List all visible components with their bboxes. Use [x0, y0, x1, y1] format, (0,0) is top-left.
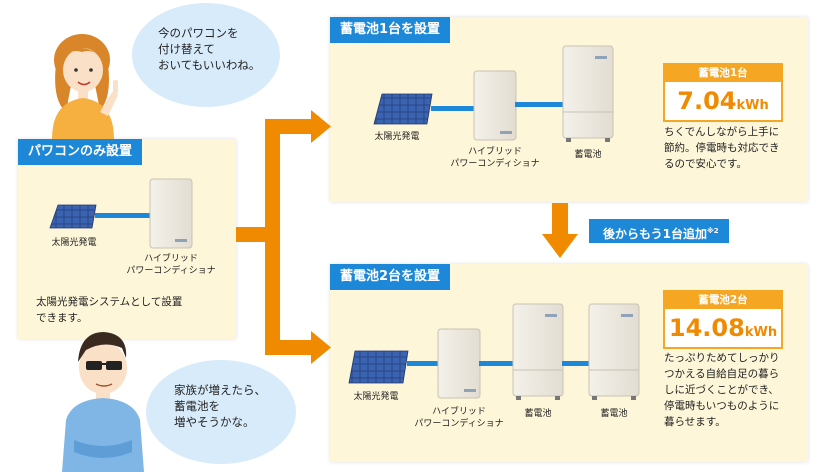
add-label-note: ※2	[707, 227, 719, 235]
capacity-number: 14.08	[668, 314, 745, 342]
solar-label: 太陽光発電	[374, 132, 420, 142]
panel-title: パワコンのみ設置	[18, 139, 143, 165]
inverter-icon	[149, 178, 193, 249]
speech-bubble-woman: 今のパワコンを 付け替えて おいてもいいわね。	[132, 3, 280, 107]
capacity-unit: kWh	[744, 325, 778, 340]
inverter-icon	[473, 70, 517, 141]
capacity-box: 蓄電池2台 14.08kWh	[663, 290, 783, 349]
pv-only-devices	[49, 178, 193, 249]
panel-description: ちくでんしながら上手に 節約。停電時も対応でき るので安心です。	[664, 126, 780, 170]
capacity-number: 7.04	[677, 87, 737, 115]
battery-label: 蓄電池	[600, 409, 628, 419]
panel-title: 蓄電池2台を設置	[330, 264, 451, 290]
capacity-label: 蓄電池1台	[665, 65, 781, 82]
solar-panel-icon	[49, 204, 97, 229]
speech-text: 今のパワコンを 付け替えて おいてもいいわね。	[158, 26, 261, 72]
battery2-devices	[348, 303, 640, 400]
capacity-value: 14.08kWh	[665, 309, 781, 347]
battery-label: 蓄電池	[524, 409, 552, 419]
battery1-devices	[373, 45, 614, 142]
solar-label: 太陽光発電	[353, 392, 399, 402]
battery-label: 蓄電池	[574, 150, 602, 160]
battery-icon	[562, 45, 614, 139]
capacity-label: 蓄電池2台	[665, 292, 781, 309]
solar-panel-icon	[373, 93, 433, 125]
capacity-box: 蓄電池1台 7.04kWh	[663, 63, 783, 122]
capacity-unit: kWh	[736, 98, 769, 113]
add-label-text: 後からもう1台追加	[603, 227, 707, 241]
capacity-value: 7.04kWh	[665, 82, 781, 120]
speech-text: 家族が増えたら、 蓄電池を 増やそうかな。	[174, 383, 266, 429]
panel-description: たっぷりためてしっかり つかえる自給自足の暮ら しに近づくことができ、 停電時も…	[664, 352, 780, 428]
add-arrow	[542, 203, 578, 258]
solar-label: 太陽光発電	[51, 238, 97, 248]
inverter-label: ハイブリッド パワーコンディショナ	[450, 147, 540, 169]
inverter-label: ハイブリッド パワーコンディショナ	[126, 254, 216, 276]
battery-icon	[588, 303, 640, 397]
man-illustration	[62, 332, 144, 472]
panel-pv-only: パワコンのみ設置	[18, 139, 236, 339]
speech-bubble-man: 家族が増えたら、 蓄電池を 増やそうかな。	[146, 360, 296, 464]
panel-description: 太陽光発電システムとして設置 できます。	[36, 296, 183, 324]
solar-panel-icon	[348, 350, 409, 384]
inverter-label: ハイブリッド パワーコンディショナ	[414, 407, 504, 429]
inverter-icon	[437, 328, 481, 399]
branch-arrows	[236, 110, 331, 364]
panel-title: 蓄電池1台を設置	[330, 17, 451, 43]
battery-icon	[512, 303, 564, 397]
woman-illustration	[52, 34, 118, 139]
add-battery-label: 後からもう1台追加※2	[589, 219, 729, 243]
